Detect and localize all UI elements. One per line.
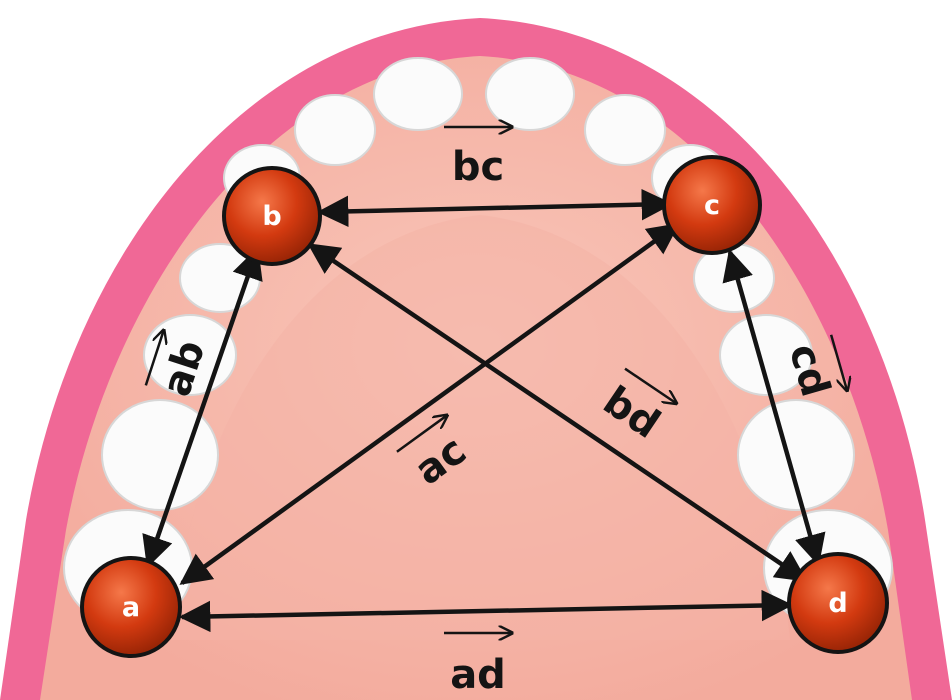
node-c-label: c xyxy=(704,190,720,221)
edge-label-ad-text: ad xyxy=(450,652,506,698)
tooth xyxy=(295,95,375,165)
edge-label-bc-text: bc xyxy=(452,144,504,190)
node-d: d xyxy=(789,554,887,652)
tooth xyxy=(585,95,665,165)
node-c: c xyxy=(664,157,760,253)
node-b-label: b xyxy=(262,201,281,232)
node-a: a xyxy=(82,558,180,656)
node-a-label: a xyxy=(122,592,140,623)
tooth xyxy=(374,58,462,130)
node-b: b xyxy=(224,168,320,264)
tooth xyxy=(486,58,574,130)
node-d-label: d xyxy=(828,588,847,619)
